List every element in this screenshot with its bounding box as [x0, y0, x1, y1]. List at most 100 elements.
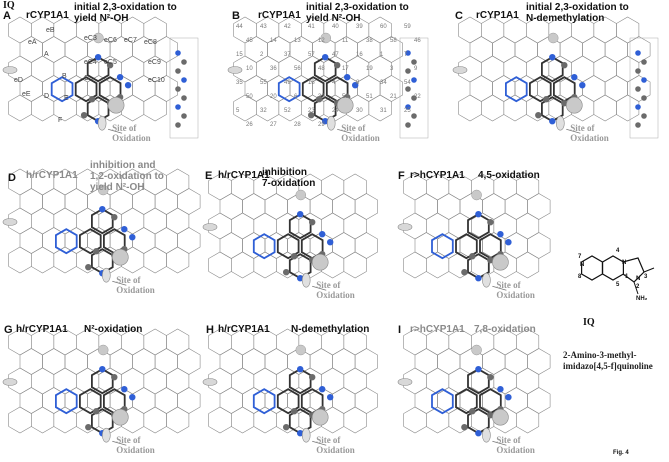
atom-label: N: [580, 262, 584, 268]
grid-hexagon: [368, 94, 392, 122]
atom: [475, 275, 482, 282]
molecule-ring: [252, 388, 276, 415]
description-line: inhibition: [262, 167, 307, 178]
cell-label: eE: [22, 91, 31, 98]
heme-iron-sphere: [492, 253, 509, 271]
atom: [322, 118, 329, 125]
side-view-atom: [181, 77, 187, 83]
heme-edge-ellipse: [452, 66, 468, 74]
grid-hexagon: [481, 55, 505, 83]
grid-number: 30: [356, 108, 363, 114]
side-view-atom: [405, 122, 411, 128]
panel-label-b: B: [232, 10, 240, 22]
atom: [99, 366, 106, 373]
top-sphere: [97, 184, 109, 196]
grid-hexagon: [516, 251, 540, 279]
grid-hexagon: [414, 348, 438, 375]
grid-hexagon: [516, 212, 540, 240]
grid-hexagon: [154, 387, 178, 414]
atom: [116, 74, 124, 81]
grid-number: 8: [356, 80, 360, 86]
grid-hexagon: [458, 94, 482, 122]
grid-hexagon: [143, 406, 167, 434]
side-view-atom: [175, 68, 181, 74]
molecule-ring: [55, 388, 78, 415]
atom-label: 3: [644, 274, 648, 280]
site-label-line-1: Site of: [496, 435, 521, 446]
atom: [121, 386, 128, 393]
grid-hexagon: [504, 387, 528, 414]
side-view-atom: [635, 104, 641, 110]
oxygen-ellipse: [102, 267, 111, 283]
oxygen-ellipse: [326, 115, 336, 131]
atom: [129, 394, 136, 401]
oxygen-ellipse: [482, 272, 491, 288]
grid-hexagon: [166, 367, 190, 395]
grid-number: 7: [404, 52, 408, 58]
panel-title-a: rCYP1A1: [26, 10, 69, 21]
cell-label: eC8: [144, 39, 157, 46]
panel-label-d: D: [8, 172, 16, 184]
grid-hexagon: [414, 193, 438, 220]
side-view-frame: [629, 37, 659, 139]
grid-number: 28: [294, 122, 301, 128]
site-label-line-2: Oxidation: [496, 445, 535, 456]
cell-label: eB: [46, 27, 55, 34]
grid-hexagon: [604, 36, 628, 63]
molecule-ring: [277, 76, 301, 103]
molecule-ring: [455, 233, 478, 260]
atom-label: 8: [578, 274, 582, 280]
atom: [487, 374, 494, 381]
site-label-line-1: Site of: [316, 435, 341, 446]
molecule-ring: [276, 233, 300, 260]
molecule-ring: [529, 76, 552, 103]
grid-hexagon: [253, 406, 277, 434]
atom: [475, 211, 482, 218]
side-view-atom: [411, 59, 417, 65]
grid-number: 29: [318, 122, 325, 128]
grid-number: 14: [270, 38, 277, 44]
atom: [319, 386, 326, 393]
side-view-atom: [635, 50, 641, 56]
atom: [291, 253, 298, 260]
atom: [283, 424, 290, 431]
panel-f: [397, 173, 551, 291]
grid-hexagon: [132, 227, 156, 254]
atom: [309, 219, 316, 226]
grid-number: 36: [270, 66, 277, 72]
panel-title-d: h/rCYP1A1: [26, 170, 78, 181]
grid-hexagon: [309, 348, 333, 375]
heme-edge-ellipse: [202, 223, 218, 231]
grid-number: 44: [236, 24, 243, 30]
site-pointer: [112, 440, 127, 446]
panel-description-i: 7,8-oxidation: [474, 324, 536, 335]
cell-label: eC6: [104, 37, 117, 44]
oxygen-ellipse: [555, 115, 565, 131]
grid-number: 19: [366, 66, 373, 72]
panel-h: [202, 328, 378, 446]
grid-hexagon: [19, 227, 43, 254]
grid-hexagon: [177, 387, 201, 414]
side-view-atom: [635, 122, 641, 128]
site-label-line-1: Site of: [496, 280, 521, 291]
panel-label-g: G: [4, 324, 13, 336]
grid-hexagon: [503, 94, 527, 122]
side-view-atom: [181, 113, 187, 119]
site-label-line-2: Oxidation: [116, 445, 155, 456]
atom-label: N: [636, 276, 640, 282]
heme-iron-sphere: [492, 408, 509, 426]
grid-number: 20: [270, 94, 277, 100]
atom: [549, 54, 556, 61]
figure-number: Fig. 4: [613, 450, 629, 456]
panel-label-c: C: [455, 10, 463, 22]
grid-hexagon: [493, 212, 517, 240]
grid-hexagon: [31, 94, 55, 122]
grid-hexagon: [354, 232, 378, 259]
atom: [308, 112, 315, 119]
grid-hexagon: [219, 193, 243, 220]
atom: [99, 206, 106, 213]
grid-hexagon: [504, 232, 528, 259]
grid-hexagon: [321, 173, 345, 201]
site-label-line-2: Oxidation: [341, 133, 380, 144]
cell-label: eC4: [84, 59, 97, 66]
